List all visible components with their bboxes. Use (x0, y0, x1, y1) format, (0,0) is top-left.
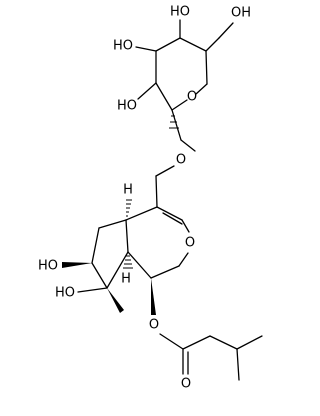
label-c7-hydroxyl: HO (55, 286, 75, 301)
ch2-linker-bond (155, 165, 175, 177)
isovalerate-chain (159, 333, 263, 381)
glucose-ring (155, 37, 208, 111)
label-glc-c3-hydroxyl: HO (113, 39, 133, 54)
glucose-substituents (135, 19, 234, 152)
stereo-bonds (62, 115, 179, 315)
label-c6-hydroxyl: HO (38, 259, 58, 274)
pyran-ring (125, 175, 190, 279)
label-carbonyl-oxygen: O (181, 377, 191, 392)
cyclopentane-ring (91, 219, 129, 289)
label-c5-hydrogen: H (123, 183, 133, 198)
label-pyran-oxygen: O (185, 236, 195, 251)
label-glycosidic-oxygen: O (176, 153, 186, 168)
chemical-structure: HO HO HO OH O O O HO HO H H O O (38, 5, 263, 392)
label-glc-c4-hydroxyl: HO (170, 5, 190, 20)
label-c9-hydrogen: H (121, 272, 131, 287)
label-ester-oxygen: O (149, 318, 159, 333)
label-glc-c6-hydroxyl: OH (231, 6, 251, 21)
label-glc-c2-hydroxyl: HO (117, 99, 137, 114)
label-glc-ring-oxygen: O (187, 90, 197, 105)
